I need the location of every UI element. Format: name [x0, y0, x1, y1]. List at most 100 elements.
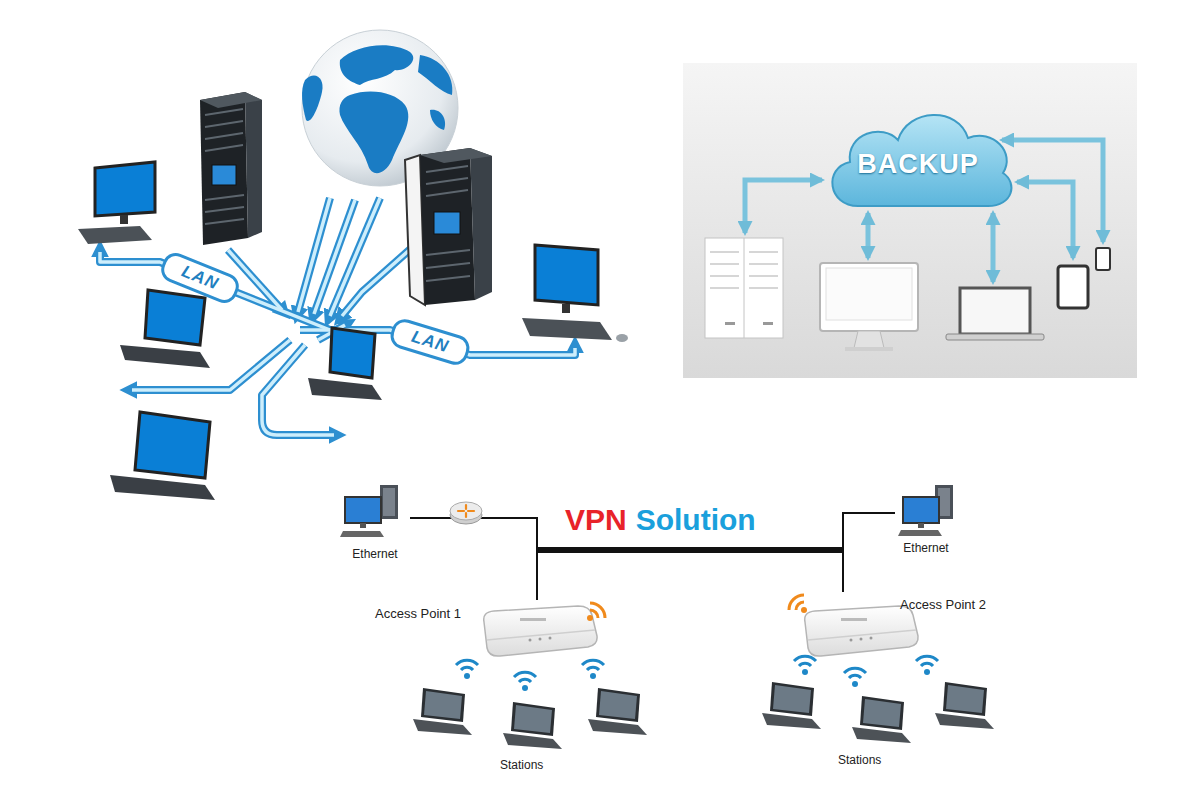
station-laptop: [588, 688, 647, 735]
server-unit: [710, 275, 739, 277]
ethernet-pc: [918, 523, 924, 528]
server-tower: [205, 145, 243, 151]
backup-panel: [1002, 140, 1103, 242]
lan-tag: LAN: [387, 316, 472, 368]
server-tower: [426, 263, 470, 268]
server-unit: [710, 251, 739, 253]
wifi-signal: [582, 660, 604, 679]
server-tower: [200, 92, 262, 245]
backup-panel: [745, 180, 822, 233]
lan-tag-text: LAN: [179, 261, 222, 294]
monitor: [854, 331, 884, 348]
desktop-computer: [120, 215, 128, 224]
server-tower: [205, 109, 244, 224]
monitor: [826, 268, 912, 320]
backup-cloud: BACKUP: [818, 98, 1018, 216]
router: [465, 513, 467, 517]
monitor: [820, 263, 918, 351]
server-tower: [420, 148, 492, 163]
station-laptop: [852, 696, 911, 743]
ethernet-pc: [380, 485, 398, 519]
access-point: Access Point 2: [800, 592, 1000, 660]
ethernet-pc: [345, 497, 381, 523]
cloud-shape: [832, 115, 1011, 206]
lan-tag-text: LAN: [409, 327, 451, 358]
server-unit: [710, 252, 778, 288]
monitor: [820, 263, 918, 331]
desktop-computer: [522, 245, 628, 342]
network-pipes: [342, 245, 415, 316]
server-tower: [426, 166, 470, 281]
server-unit: [725, 322, 735, 325]
desktop-computer: [95, 162, 155, 216]
server-tower: [405, 148, 492, 305]
router: [465, 505, 467, 509]
monitor: [845, 347, 893, 351]
ethernet-pc: [340, 485, 398, 537]
server-tower: [205, 133, 243, 139]
laptop: [946, 334, 1044, 340]
laptop: [308, 328, 382, 400]
access-point-device: [487, 630, 595, 640]
network-pipes: [132, 340, 290, 390]
server-unit: [705, 238, 783, 338]
wifi-signal: [789, 595, 807, 613]
server-tower: [212, 165, 236, 185]
server-tower: [426, 190, 468, 196]
ethernet-host: Ethernet: [340, 483, 410, 561]
server-tower: [434, 212, 460, 234]
server-tower: [205, 109, 243, 115]
server-tower: [200, 92, 248, 245]
access-point-device: [539, 638, 542, 641]
network-link: [843, 513, 895, 592]
desktop-computer: [78, 162, 155, 244]
laptop: [308, 378, 382, 400]
server-tower: [470, 148, 492, 300]
vpn-title: VPN: [565, 502, 627, 538]
ethernet-pc: [360, 523, 366, 528]
server-unit: [749, 275, 778, 277]
wifi-signal: [456, 595, 938, 691]
backup-panel: [866, 213, 871, 258]
station-laptop: [762, 682, 821, 729]
server-unit: [710, 287, 739, 289]
server-tower: [200, 92, 262, 108]
network-pipes-core: [132, 340, 290, 390]
wifi-signal: [916, 656, 938, 675]
access-point-device: [484, 606, 597, 656]
lan-tag: LAN: [157, 249, 242, 307]
network-pipes-core: [100, 198, 575, 435]
router: [458, 505, 474, 517]
access-point: Access Point 1: [372, 600, 600, 660]
stations-label: Stations: [838, 753, 881, 767]
network-pipes: [298, 198, 330, 312]
server-unit: [763, 322, 773, 325]
server-tower: [426, 250, 470, 255]
desktop-computer: [562, 304, 570, 313]
access-point-device: [870, 637, 873, 640]
server-tower: [426, 178, 468, 184]
desktop-computer: [616, 334, 628, 342]
ethernet-host-text: Ethernet: [352, 547, 397, 561]
access-point-device: [549, 637, 552, 640]
server-unit: [710, 263, 739, 265]
laptop: [145, 290, 205, 345]
server-tower: [205, 195, 244, 200]
wifi-signal: [587, 603, 605, 621]
network-pipes-core: [100, 252, 330, 330]
network-pipes: [100, 252, 330, 330]
laptop: [135, 412, 210, 478]
backup-cloud-text: BACKUP: [857, 148, 979, 180]
vpn-title: Solution: [636, 502, 756, 538]
router: [450, 502, 482, 524]
desktop-computer: [78, 226, 152, 244]
server-tower: [205, 121, 243, 127]
laptop: [120, 290, 210, 368]
backup-panel: [683, 63, 1137, 378]
ethernet-pc: [903, 497, 939, 523]
ethernet-pc: [383, 488, 395, 516]
